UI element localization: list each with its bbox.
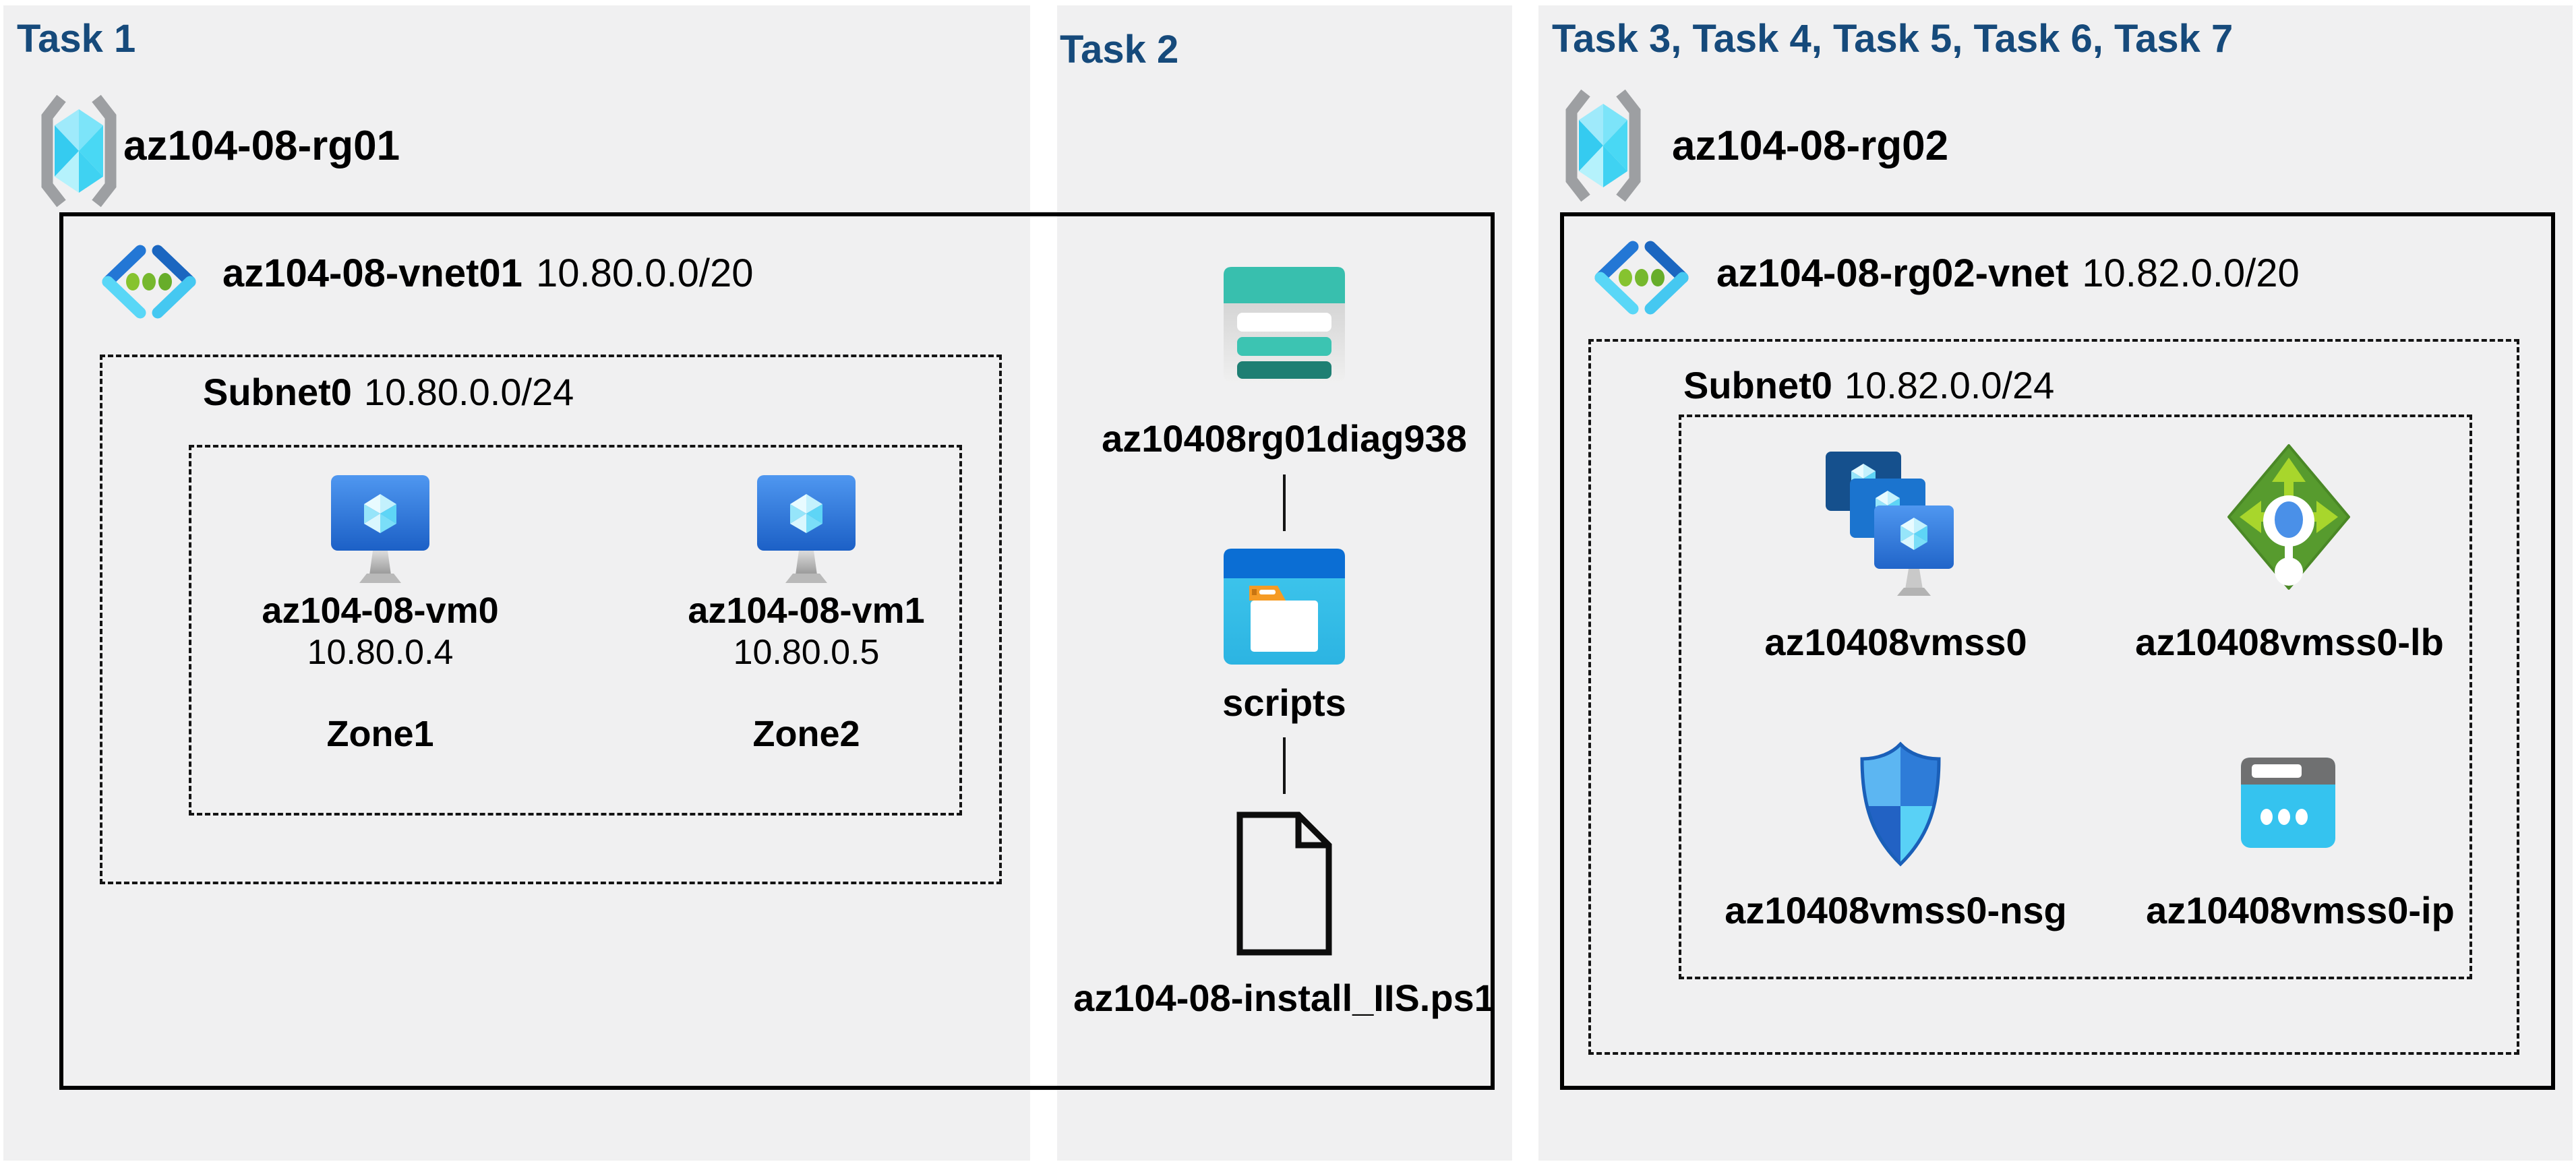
task3-subnet-cidr: 10.82.0.0/24 [1844,364,2055,406]
task3-vnet-box [1560,212,2555,1090]
task3-panel [1538,5,2573,1161]
task3-title: Task 3, Task 4, Task 5, Task 6, Task 7 [1552,17,2234,61]
storage-account-name: az10408rg01diag938 [1102,417,1467,460]
nsg-name: az10408vmss0-nsg [1725,889,2067,931]
task3-resources-box [1679,415,2472,979]
resource-group-icon [41,94,117,208]
virtual-network-icon [1594,241,1689,315]
vm1-ip: 10.80.0.5 [733,633,880,672]
vm0-name: az104-08-vm0 [262,590,499,631]
container-name: scripts [1222,681,1346,724]
file-icon [1236,811,1332,956]
task1-subnet-cidr: 10.80.0.0/24 [363,371,574,413]
vm-scale-set-icon [1826,452,1954,596]
public-ip-icon [2241,758,2335,848]
task1-vnet-name: az104-08-vnet01 [222,251,522,295]
task1-zone-box [189,445,962,816]
task3-subnet-box [1588,339,2519,1055]
task3-subnet-name: Subnet0 [1683,364,1832,406]
virtual-machine-icon [757,475,856,583]
task1-vnet-box [59,212,1495,1090]
vm1-name: az104-08-vm1 [688,590,925,631]
vmss-name: az10408vmss0 [1764,621,2027,663]
lb-name: az10408vmss0-lb [2135,621,2444,663]
vm0-ip: 10.80.0.4 [307,633,454,672]
vm1-zone: Zone2 [752,714,860,754]
resource-group-icon [1565,89,1641,202]
task3-vnet-label: az104-08-rg02-vnet 10.82.0.0/20 [1716,251,2300,296]
connector-line [1283,474,1286,531]
task1-subnet-label: Subnet0 10.80.0.0/24 [203,370,574,414]
task1-vnet-label: az104-08-vnet01 10.80.0.0/20 [222,251,753,296]
task3-vnet-cidr: 10.82.0.0/20 [2082,251,2300,295]
task1-subnet-name: Subnet0 [203,371,352,413]
task3-vnet-name: az104-08-rg02-vnet [1716,251,2069,295]
storage-account-icon [1224,267,1345,383]
script-file-name: az104-08-install_IIS.ps1 [1073,977,1495,1019]
task3-resource-group-name: az104-08-rg02 [1672,123,1949,169]
nsg-icon [1860,741,1941,867]
vm0-zone: Zone1 [326,714,434,754]
task3-subnet-label: Subnet0 10.82.0.0/24 [1683,363,2054,407]
virtual-network-icon [102,245,196,319]
connector-line [1283,737,1286,794]
task1-panel [3,5,1030,1161]
task1-title: Task 1 [17,17,136,61]
task1-subnet-box [100,355,1002,884]
pip-name: az10408vmss0-ip [2146,889,2455,931]
load-balancer-icon [2227,444,2350,590]
task1-resource-group-name: az104-08-rg01 [123,123,400,169]
task2-title: Task 2 [1060,28,1179,71]
task1-vnet-cidr: 10.80.0.0/20 [535,251,754,295]
blob-container-icon [1224,549,1345,665]
virtual-machine-icon [331,475,429,583]
